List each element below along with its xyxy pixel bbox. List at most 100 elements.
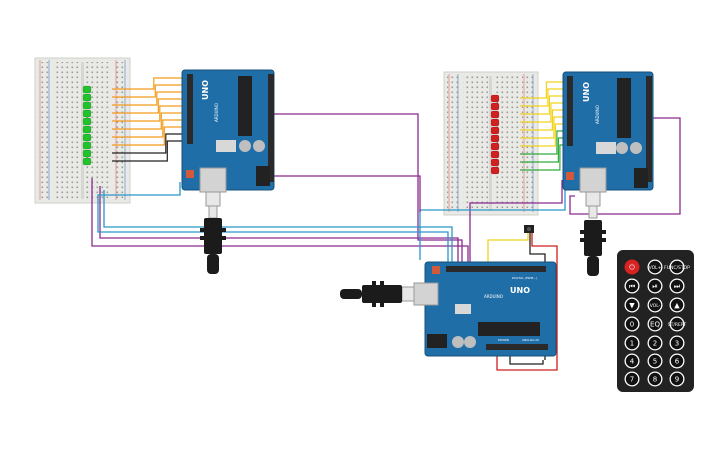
- remote-key-label: 7: [630, 376, 634, 384]
- remote-key-label: 5: [653, 358, 657, 366]
- remote-key-face: [648, 354, 662, 368]
- board-right-brand: ARDUINO: [595, 105, 600, 124]
- remote-key-label: 6: [675, 358, 680, 366]
- remote-key-face: [670, 298, 684, 312]
- left-wire-8: [112, 126, 188, 146]
- left-led-10: [82, 157, 92, 166]
- remote-key-face: [648, 279, 662, 293]
- remote-key-label: 3: [675, 340, 679, 348]
- arduino-left: UNO ARDUINO: [181, 69, 275, 219]
- board-center-analog: ANALOG IN: [522, 338, 539, 342]
- remote-key-label: 0: [630, 321, 634, 329]
- left-led-5: [82, 117, 92, 126]
- board-center-digital: DIGITAL (PWM~): [512, 276, 537, 280]
- remote-key-label: ST/REPT: [668, 322, 687, 328]
- board-center-brand: ARDUINO: [484, 294, 503, 299]
- left-led-2: [82, 93, 92, 102]
- right-led-2: [490, 102, 500, 111]
- remote-key-face: [648, 298, 662, 312]
- right-wire-5: [520, 109, 568, 131]
- board-left-brand: ARDUINO: [214, 103, 219, 122]
- arduino-right: UNO ARDUINO: [562, 71, 654, 219]
- right-led-5: [490, 126, 500, 135]
- remote-key-face: [648, 336, 662, 350]
- remote-key-label: ⏯: [652, 283, 658, 291]
- right-wire-6: [520, 116, 568, 139]
- right-led-1: [490, 94, 500, 103]
- right-wire-3: [520, 95, 568, 115]
- remote-key-face: [670, 317, 684, 331]
- remote-key-face: [670, 260, 684, 274]
- right-led-10: [490, 166, 500, 175]
- remote-key-face: [670, 336, 684, 350]
- usb-cable-center: [340, 281, 402, 307]
- remote-key-label: ⏻: [629, 264, 635, 272]
- left-led-6: [82, 125, 92, 134]
- right-led-8: [490, 150, 500, 159]
- board-right-model: UNO: [582, 82, 591, 102]
- usb-cable-right: [580, 220, 606, 276]
- left-led-9: [82, 149, 92, 158]
- breadboard-right: [443, 71, 539, 216]
- right-led-7: [490, 142, 500, 151]
- remote-key-label: ⏮: [629, 283, 635, 291]
- right-wire-1: [520, 81, 568, 99]
- left-wire-2: [112, 84, 188, 98]
- remote-key-label: EQ: [650, 321, 660, 329]
- right-led-9: [490, 158, 500, 167]
- left-wire-5: [112, 105, 188, 122]
- left-led-1: [82, 85, 92, 94]
- remote-key-label: ⏭: [674, 283, 681, 291]
- board-center-power: POWER: [498, 338, 509, 342]
- remote-key-face: [670, 354, 684, 368]
- remote-key-face: [625, 354, 639, 368]
- left-led-3: [82, 101, 92, 110]
- left-wire-7: [112, 119, 188, 138]
- led-column-right: [490, 94, 500, 175]
- left-wire-9: [112, 133, 188, 154]
- remote-key-label: 9: [675, 376, 679, 384]
- left-led-8: [82, 141, 92, 150]
- remote-key-face: [670, 279, 684, 293]
- arduino-center: UNO ARDUINO DIGITAL (PWM~) POWER ANALOG …: [401, 261, 557, 357]
- ir-receiver: [524, 225, 534, 233]
- remote-key-label: 8: [653, 376, 657, 384]
- left-led-7: [82, 133, 92, 142]
- left-led-4: [82, 109, 92, 118]
- remote-key-label: 2: [653, 340, 657, 348]
- remote-key-face: [625, 372, 639, 386]
- remote-key-label: 4: [630, 358, 635, 366]
- remote-key-label: VOL-: [650, 303, 661, 309]
- remote-key-face: [625, 336, 639, 350]
- wires-interconnect: [91, 113, 681, 371]
- remote-key-face: [625, 260, 639, 274]
- remote-key-label: ▼: [629, 302, 635, 310]
- left-wire-6: [112, 112, 188, 130]
- usb-cable-left: [200, 218, 226, 274]
- remote-key-label: ▲: [674, 302, 680, 310]
- right-led-6: [490, 134, 500, 143]
- right-wire-8: [520, 130, 568, 155]
- remote-key-face: [625, 317, 639, 331]
- left-wire-1: [112, 77, 188, 90]
- right-led-4: [490, 118, 500, 127]
- remote-key-label: VOL+: [649, 265, 662, 271]
- remote-key-face: [670, 372, 684, 386]
- wires-left-board: [112, 77, 188, 162]
- left-wire-10: [112, 140, 188, 162]
- remote-key-face: [648, 260, 662, 274]
- remote-key-face: [625, 298, 639, 312]
- remote-key-face: [648, 372, 662, 386]
- board-left-model: UNO: [201, 80, 210, 100]
- right-wire-2: [520, 88, 568, 107]
- left-wire-3: [112, 91, 188, 106]
- left-wire-4: [112, 98, 188, 114]
- remote-key-face: [625, 279, 639, 293]
- remote-key-label: 1: [630, 340, 634, 348]
- remote-key-face: [648, 317, 662, 331]
- breadboard-left: [34, 57, 131, 204]
